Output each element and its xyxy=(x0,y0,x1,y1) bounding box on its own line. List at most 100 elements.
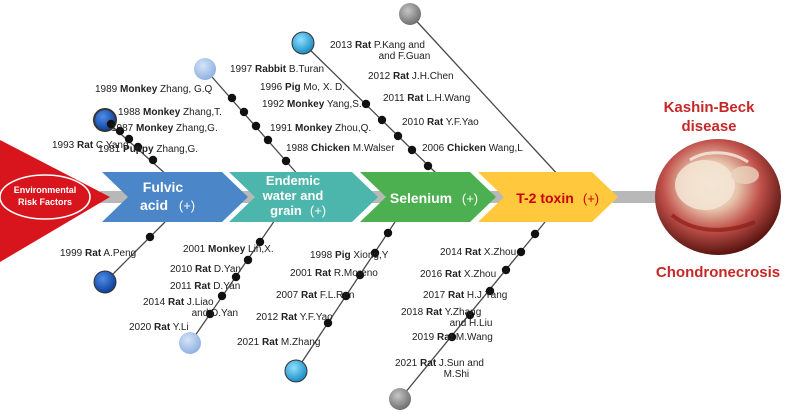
study-label-endemic-lower-3-line2: and D.Yan xyxy=(192,308,239,319)
study-species: Rat xyxy=(281,312,298,323)
study-label-selenium-upper-0: 2006 Chicken Wang,L xyxy=(422,143,523,154)
study-dot-selenium-lower-0 xyxy=(383,228,393,238)
study-dot-selenium-upper-0 xyxy=(423,161,433,171)
endemic-lower-ball xyxy=(179,332,201,354)
study-species: Rat xyxy=(85,248,102,259)
study-year: 2006 xyxy=(422,143,447,154)
study-species: Rat xyxy=(465,247,482,258)
study-label-endemic-lower-0: 2001 Monkey Lin,X. xyxy=(183,244,274,255)
study-dot-fulvic-upper-1 xyxy=(133,142,143,152)
study-dot-endemic-upper-2 xyxy=(251,121,261,131)
study-year: 2020 xyxy=(129,322,154,333)
selenium-lower-ball xyxy=(284,359,308,383)
study-year: 2012 xyxy=(256,312,281,323)
fulvic-title-line2: acid xyxy=(140,197,168,213)
study-year: 2017 xyxy=(423,290,448,301)
study-label-t2-lower-3: 2018 Rat Y.Zhang xyxy=(401,307,481,318)
study-year: 1989 xyxy=(95,84,120,95)
study-label-endemic-upper-4: 1997 Rabbit B.Turan xyxy=(230,64,324,75)
study-author: Y.Li xyxy=(170,322,189,333)
study-year: 2021 xyxy=(395,358,420,369)
fulvic-lower-bone xyxy=(104,221,166,283)
study-year: 2007 xyxy=(276,290,301,301)
study-year: 2019 xyxy=(412,332,437,343)
study-label-selenium-lower-1: 2001 Rat R.Moreno xyxy=(290,268,378,279)
study-label-selenium-upper-4: 2013 Rat P.Kang and xyxy=(330,40,425,51)
t2-title: T-2 toxin xyxy=(516,190,574,206)
study-species: Rat xyxy=(448,290,465,301)
study-species: Rat xyxy=(427,117,444,128)
study-label-t2-lower-3-line2: and H.Liu xyxy=(450,318,493,329)
study-dot-selenium-upper-2 xyxy=(393,131,403,141)
study-year: 1988 xyxy=(118,107,143,118)
study-author: Zhou,Q. xyxy=(332,123,371,134)
study-label-selenium-lower-3: 2012 Rat Y.F.Yao xyxy=(256,312,333,323)
study-year: 2021 xyxy=(237,337,262,348)
study-year: 1993 xyxy=(52,140,77,151)
study-label-t2-lower-0: 2014 Rat X.Zhou xyxy=(440,247,516,258)
study-year: 2016 xyxy=(420,269,445,280)
study-author: P.Kang and xyxy=(371,40,425,51)
study-author: F.L.Ren xyxy=(317,290,354,301)
study-label-selenium-lower-0: 1998 Pig Xiong,Y xyxy=(310,250,389,261)
study-label-endemic-lower-2: 2011 Rat D.Yan xyxy=(170,281,240,292)
study-author: X.Zhou xyxy=(461,269,496,280)
study-species: Rat xyxy=(407,93,424,104)
study-author: Mo, X. D. xyxy=(301,82,345,93)
study-label-endemic-lower-1: 2010 Rat D.Yan xyxy=(170,264,241,275)
study-species: Rat xyxy=(262,337,279,348)
study-author: J.Liao xyxy=(184,297,214,308)
study-label-t2-lower-5: 2021 Rat J.Sun and xyxy=(395,358,484,369)
risk-triangle xyxy=(0,140,110,262)
study-author: Yang,S. xyxy=(324,99,361,110)
study-label-endemic-upper-2: 1992 Monkey Yang,S. xyxy=(262,99,362,110)
study-dot-endemic-upper-1 xyxy=(263,135,273,145)
study-author: Y.Zhang xyxy=(442,307,481,318)
study-species: Monkey xyxy=(143,107,181,118)
study-dot-selenium-upper-1 xyxy=(407,145,417,155)
study-species: Rat xyxy=(426,307,443,318)
study-label-endemic-lower-3: 2014 Rat J.Liao xyxy=(143,297,214,308)
study-species: Rat xyxy=(420,358,437,369)
study-author: Zhang,T. xyxy=(180,107,222,118)
study-author: D.Yan xyxy=(210,281,240,292)
study-species: Rat xyxy=(301,290,318,301)
study-year: 2013 xyxy=(330,40,355,51)
study-label-fulvic-upper-1: 1981 Puppy Zhang,G. xyxy=(98,144,198,155)
study-dot-endemic-lower-4 xyxy=(205,309,215,319)
study-label-fulvic-upper-4: 1989 Monkey Zhang, G.Q xyxy=(95,84,213,95)
study-author: H.J.Yang xyxy=(464,290,507,301)
study-label-selenium-upper-3: 2012 Rat J.H.Chen xyxy=(368,71,454,82)
study-label-t2-lower-4: 2019 Rat M.Wang xyxy=(412,332,493,343)
study-species: Monkey xyxy=(120,84,158,95)
study-author: Zhang,G. xyxy=(154,144,198,155)
study-year: 1988 xyxy=(286,143,311,154)
study-species: Rat xyxy=(437,332,454,343)
fulvic-lower-ball xyxy=(93,270,117,294)
disease-title-line2: disease xyxy=(681,118,736,135)
study-species: Pig xyxy=(335,250,351,261)
endemic-title-line2: water and xyxy=(262,188,324,203)
selenium-upper-bone xyxy=(302,42,441,178)
study-species: Monkey xyxy=(295,123,333,134)
study-species: Monkey xyxy=(136,123,174,134)
study-species: Puppy xyxy=(123,144,154,155)
study-species: Rat xyxy=(195,264,212,275)
study-author: Wang,L xyxy=(486,143,523,154)
study-year: 2011 xyxy=(170,281,194,292)
study-species: Rat xyxy=(393,71,410,82)
study-author: R.Moreno xyxy=(331,268,378,279)
study-year: 2001 xyxy=(183,244,208,255)
study-label-t2-lower-2: 2017 Rat H.J.Yang xyxy=(423,290,507,301)
study-species: Chicken xyxy=(447,143,486,154)
study-author: J.Sun and xyxy=(436,358,484,369)
endemic-title-line1: Endemic xyxy=(266,173,320,188)
endemic-plus: (+) xyxy=(310,203,326,218)
study-label-fulvic-upper-3: 1988 Monkey Zhang,T. xyxy=(118,107,222,118)
study-species: Pig xyxy=(285,82,301,93)
study-author: Zhang,G. xyxy=(173,123,217,134)
study-label-fulvic-lower-0: 1999 Rat A.Peng xyxy=(60,248,136,259)
